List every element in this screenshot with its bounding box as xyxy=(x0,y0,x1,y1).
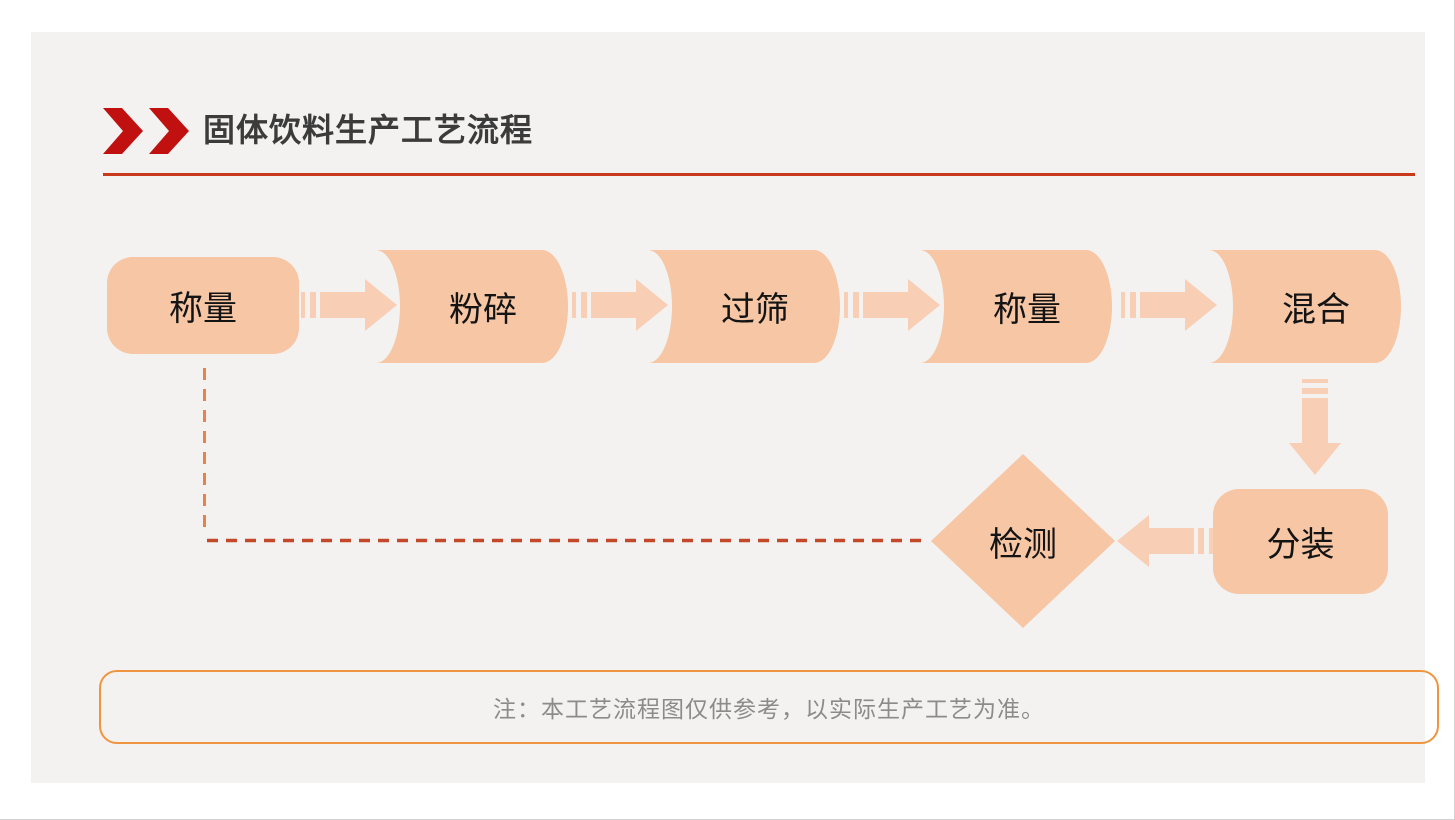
double-chevron-icon xyxy=(103,108,189,154)
flow-step-label: 粉碎 xyxy=(449,291,517,329)
slide-panel: 固体饮料生产工艺流程 称量 粉碎 xyxy=(31,32,1439,783)
flow-arrow-right-icon xyxy=(844,279,940,331)
flow-step-label: 过筛 xyxy=(721,291,789,329)
flow-arrow-right-icon xyxy=(301,279,397,331)
flow-arrow-right-icon xyxy=(1121,279,1217,331)
flow-arrow-left-icon xyxy=(1117,515,1213,567)
flow-step-label: 称量 xyxy=(169,290,237,328)
flow-step-label: 分装 xyxy=(1266,526,1335,564)
flow-step-label: 称量 xyxy=(993,291,1061,329)
flow-arrow-down-icon xyxy=(1289,379,1341,475)
note-box: 注：本工艺流程图仅供参考，以实际生产工艺为准。 xyxy=(99,670,1439,744)
flow-step-weigh-1: 称量 xyxy=(107,257,299,354)
flow-step-weigh-2: 称量 xyxy=(920,250,1112,363)
flow-step-mix: 混合 xyxy=(1209,250,1401,363)
flow-step-sieve: 过筛 xyxy=(648,250,840,363)
note-text: 注：本工艺流程图仅供参考，以实际生产工艺为准。 xyxy=(493,696,1045,722)
flow-step-label: 混合 xyxy=(1282,291,1350,329)
flow-step-crush: 粉碎 xyxy=(376,250,568,363)
flow-step-test: 检测 xyxy=(931,454,1115,628)
flow-arrow-right-icon xyxy=(572,279,668,331)
flow-step-pack: 分装 xyxy=(1213,489,1388,594)
flow-step-label: 检测 xyxy=(989,525,1057,564)
title-underline xyxy=(103,173,1415,176)
page-title: 固体饮料生产工艺流程 xyxy=(203,112,534,148)
